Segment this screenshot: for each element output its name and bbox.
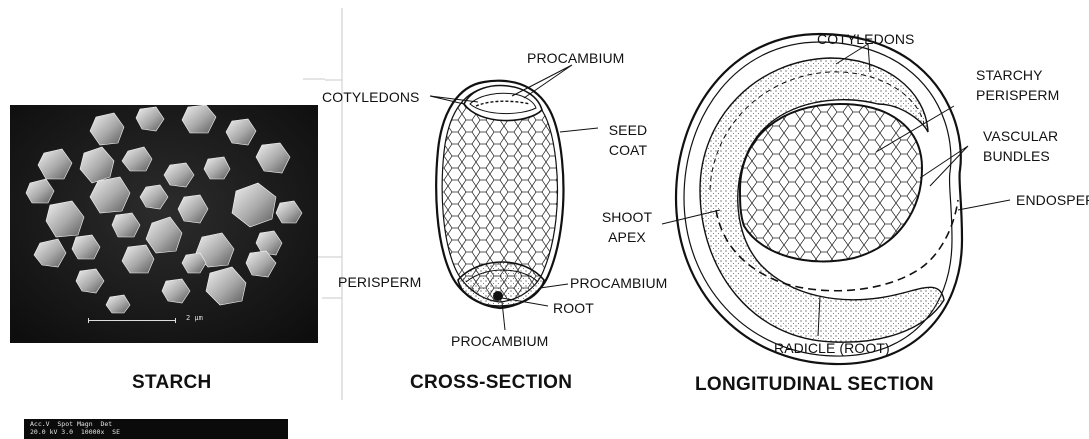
caption-cross-section: CROSS-SECTION xyxy=(410,372,572,394)
caption-longitudinal-section: LONGITUDINAL SECTION xyxy=(695,374,934,396)
label-endosperm: ENDOSPERM xyxy=(1016,192,1089,208)
label-starchy-perisperm: STARCHY PERISPERM xyxy=(976,65,1046,105)
caption-starch: STARCH xyxy=(132,372,212,394)
label-root: ROOT xyxy=(553,300,594,316)
label-shoot-apex: SHOOT APEX xyxy=(596,207,658,247)
sem-data-line-2: 20.0 kV 3.0 10000x SE xyxy=(30,429,288,437)
sem-data-line-1: Acc.V Spot Magn Det xyxy=(30,421,288,429)
label-radicle-root: RADICLE (ROOT) xyxy=(774,340,890,356)
sem-data-bar: Acc.V Spot Magn Det 20.0 kV 3.0 10000x S… xyxy=(24,419,288,439)
label-procambium-bottom: PROCAMBIUM xyxy=(451,333,548,349)
label-perisperm: PERISPERM xyxy=(338,274,421,290)
label-vascular-bundles: VASCULAR BUNDLES xyxy=(983,126,1061,166)
label-cotyledons-cross: COTYLEDONS xyxy=(322,89,419,105)
label-procambium-top: PROCAMBIUM xyxy=(527,50,624,66)
label-seed-coat: SEED COAT xyxy=(598,120,658,160)
label-cotyledons-long: COTYLEDONS xyxy=(817,31,914,47)
label-procambium-right: PROCAMBIUM xyxy=(570,275,667,291)
